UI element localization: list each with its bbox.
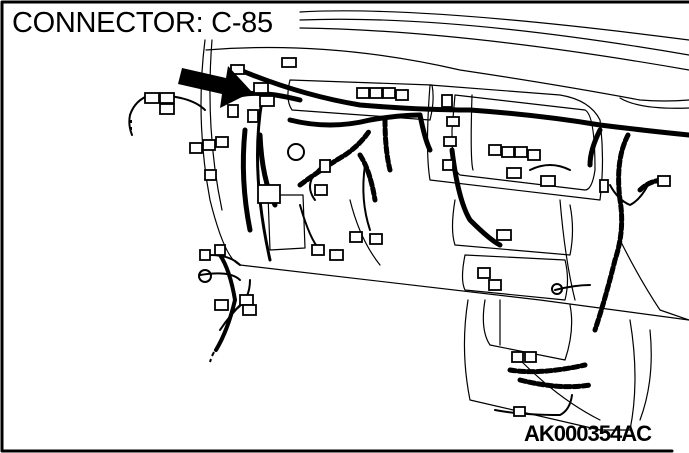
grommet — [287, 143, 305, 161]
figure-code: AK000354AC — [524, 422, 652, 446]
wire-ends — [130, 120, 215, 363]
connectors — [144, 57, 671, 417]
taped-harness — [297, 117, 668, 390]
bulb-socket — [551, 283, 563, 295]
main-harness — [214, 67, 689, 352]
arrow-icon — [178, 66, 252, 108]
dashboard-outline — [200, 10, 689, 431]
bulb-socket-left — [198, 269, 212, 283]
connector-title: CONNECTOR: C-85 — [10, 7, 275, 39]
